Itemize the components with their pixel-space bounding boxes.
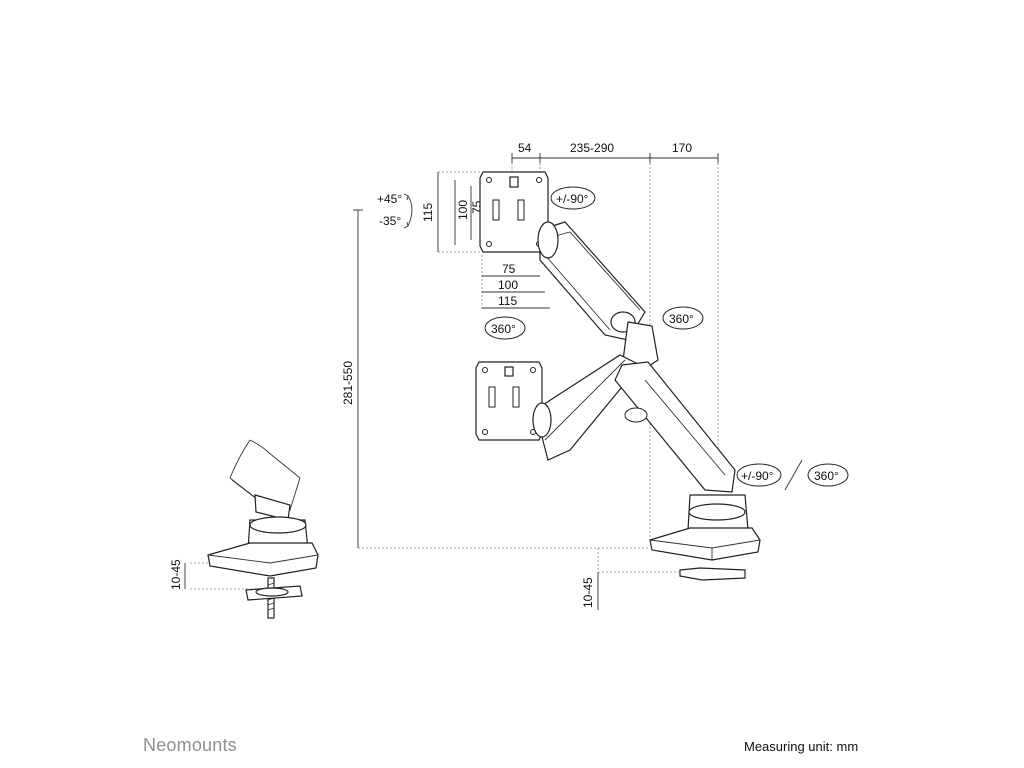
dim-clamp-right-label: 10-45: [581, 577, 595, 608]
rotate-90-bottom-label: +/-90°: [741, 469, 774, 483]
measuring-unit-note: Measuring unit: mm: [744, 739, 859, 754]
tilt-indicator: +45° -35°: [377, 192, 413, 229]
rotate-90-top-label: +/-90°: [556, 192, 589, 206]
dim-vesa-115-v-label: 115: [421, 203, 435, 222]
rotation-badge-bottom: +/-90°: [736, 459, 803, 491]
dim-281-550-label: 281-550: [341, 361, 355, 405]
vesa-slot: [512, 386, 520, 408]
dim-vesa-115-h-label: 115: [498, 294, 517, 308]
tilt-down-label: -35°: [379, 214, 401, 228]
rotation-badge-top: +/-90°: [550, 186, 596, 210]
top-dimensions: 54 235-290 170: [511, 141, 719, 163]
vesa-horizontal-dims: 75 100 115: [482, 262, 550, 309]
swivel-360-bottom-label: 360°: [814, 469, 839, 483]
dim-170-label: 170: [672, 141, 692, 155]
swivel-badge-mid: 360°: [662, 306, 704, 330]
vesa-slot: [492, 199, 500, 221]
clamp-dims: 10-45 10-45: [169, 559, 599, 610]
vesa-slot: [488, 386, 496, 408]
dim-235-290-label: 235-290: [570, 141, 614, 155]
vesa-vertical-dims: 115 100 75: [421, 172, 484, 252]
swivel-badge-bottom: 360°: [807, 463, 849, 487]
dim-vesa-75-h-label: 75: [502, 262, 516, 276]
monitor-arm-drawing: [475, 171, 761, 581]
swivel-badge-left: 360°: [484, 316, 526, 340]
brand-logo-text: Neomounts: [143, 735, 237, 755]
dim-vesa-100-h-label: 100: [498, 278, 518, 292]
height-dimension: 281-550: [341, 209, 363, 548]
vesa-slot: [517, 199, 525, 221]
tilt-up-label: +45°: [377, 192, 402, 206]
dim-vesa-100-v-label: 100: [456, 200, 470, 220]
clamp-detail-drawing: [207, 439, 319, 619]
swivel-360-left-label: 360°: [491, 322, 516, 336]
vesa-plate-lower: [475, 361, 543, 441]
swivel-360-mid-label: 360°: [669, 312, 694, 326]
dim-clamp-left-label: 10-45: [169, 559, 183, 590]
dim-54-label: 54: [518, 141, 532, 155]
